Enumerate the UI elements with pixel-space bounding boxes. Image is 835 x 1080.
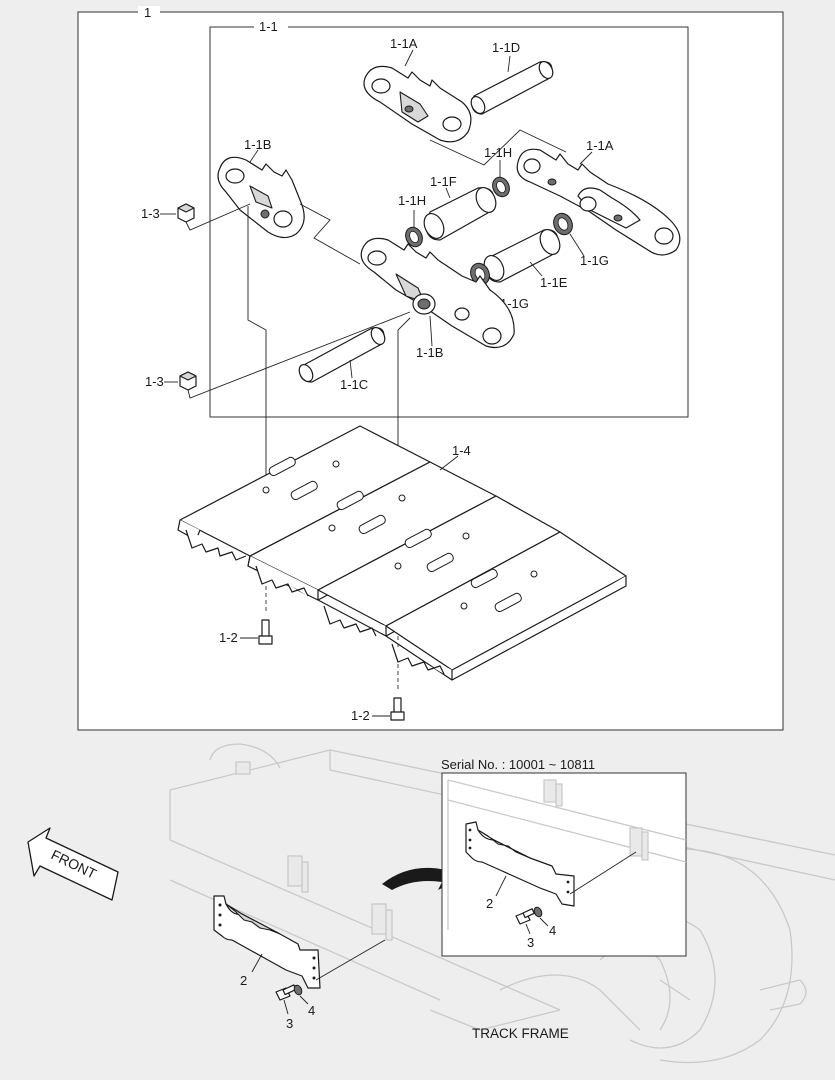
front-arrow: FRONT (27, 827, 119, 901)
label-bushing-1-1e: 1-1E (540, 275, 568, 290)
label-bolt-1-2-bottom: 1-2 (351, 708, 370, 723)
bushing-1-1e (483, 229, 561, 283)
serial-number-label: Serial No. : 10001 ~ 10811 (441, 757, 595, 772)
label-bolt-1-2-left: 1-2 (219, 630, 238, 645)
bolt-1-2-bottom (390, 697, 405, 721)
label-bolt-3-inset: 3 (527, 935, 534, 950)
label-nut-1-3-top: 1-3 (141, 206, 160, 221)
link-1-1a-top (363, 65, 472, 143)
link-1-1b-lower (360, 237, 515, 349)
bolt-3-main (275, 984, 297, 1001)
label-guard-inset: 2 (486, 896, 493, 911)
label-link-1-1b-lower: 1-1B (416, 345, 443, 360)
label-guard-main: 2 (240, 973, 247, 988)
label-seal-1-1h-mid: 1-1H (398, 193, 426, 208)
label-bolt-3-main: 3 (286, 1016, 293, 1031)
label-link-1-1a-top: 1-1A (390, 36, 418, 51)
label-seal-1-1h-top: 1-1H (484, 145, 512, 160)
seal-1-1h-mid (405, 226, 423, 248)
bolt-1-2-left (258, 619, 273, 645)
seal-1-1h-top (492, 176, 510, 198)
label-washer-4-inset: 4 (549, 923, 556, 938)
track-frame-label: TRACK FRAME (472, 1026, 569, 1041)
track-guard-main (213, 895, 321, 989)
track-shoes-1-4 (177, 425, 627, 681)
link-1-1b-top (217, 156, 305, 239)
label-nut-1-3-bottom: 1-3 (145, 374, 164, 389)
label-pin-1-1d: 1-1D (492, 40, 520, 55)
pin-1-1d (470, 60, 554, 115)
link-assembly-label: 1-1 (259, 19, 278, 34)
bushing-1-1f (423, 187, 497, 241)
assembly-label: 1 (144, 5, 151, 20)
track-guard-inset (465, 821, 575, 907)
label-washer-4-main: 4 (308, 1003, 315, 1018)
link-1-1a-right (516, 148, 681, 256)
label-link-1-1a-right: 1-1A (586, 138, 614, 153)
inset-frame-outline (447, 779, 687, 930)
pin-1-1c (298, 326, 386, 383)
bolt-3-inset (515, 908, 535, 925)
label-bushing-1-1f: 1-1F (430, 174, 457, 189)
link-assembly-label-bg (254, 20, 288, 34)
seal-1-1g-right (553, 212, 573, 236)
label-seal-1-1g-right: 1-1G (580, 253, 609, 268)
label-shoe-1-4: 1-4 (452, 443, 471, 458)
nut-1-3-bottom (179, 371, 197, 391)
washer-4-main (293, 984, 303, 996)
label-pin-1-1c: 1-1C (340, 377, 368, 392)
serial-inset-frame (441, 772, 687, 957)
assembly-label-bg (138, 6, 160, 20)
washer-4-inset (533, 906, 543, 918)
nut-1-3-top (177, 203, 195, 223)
label-link-1-1b-top: 1-1B (244, 137, 271, 152)
